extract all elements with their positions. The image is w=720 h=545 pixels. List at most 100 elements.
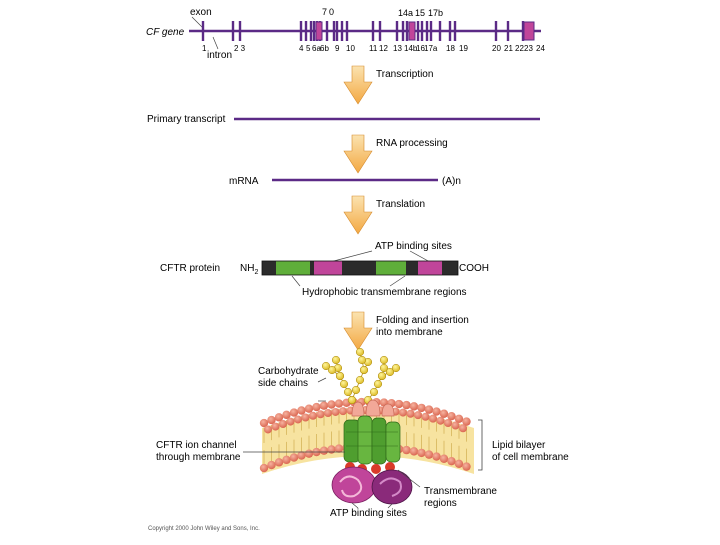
- transcription-label: Transcription: [376, 69, 433, 80]
- sugar-unit: [377, 371, 387, 381]
- protein-segment: [310, 261, 314, 275]
- translation-arrow-icon: [343, 195, 373, 235]
- protein-segment: [314, 261, 342, 275]
- lipid-head: [414, 411, 422, 420]
- exon-number: 24: [536, 44, 545, 53]
- lipid-head: [316, 410, 325, 419]
- exon-mark: [521, 21, 525, 41]
- sugar-unit: [357, 355, 367, 365]
- protein-segment: [406, 261, 418, 275]
- hydro-pointer-right: [389, 275, 406, 287]
- lipid-head: [417, 403, 426, 413]
- lipid-head: [301, 413, 310, 422]
- exon-number: 4: [299, 44, 304, 53]
- lipid-head: [264, 425, 272, 434]
- lipid-head: [286, 417, 295, 426]
- lipid-head: [312, 402, 321, 412]
- exon-number: 2 3: [234, 44, 246, 53]
- lipid-head: [259, 418, 269, 428]
- protein-segment: [346, 261, 376, 275]
- lipid-head: [309, 411, 317, 420]
- exon-number: 18: [446, 44, 455, 53]
- cftr-channel: [331, 399, 413, 505]
- lipid-head: [274, 458, 284, 467]
- lipid-head: [406, 409, 415, 418]
- sugar-unit: [347, 395, 357, 405]
- lipid-head: [424, 450, 434, 459]
- lipid-head: [436, 416, 445, 425]
- exon-mark: [448, 21, 452, 41]
- exon-label: exon: [190, 7, 212, 18]
- exon-17b-label: 17b: [428, 8, 443, 18]
- exon-pointer: [191, 16, 204, 29]
- exon-0-label: 0: [329, 7, 334, 17]
- lipid-head: [274, 413, 284, 422]
- exon-mark: [378, 21, 382, 41]
- lipid-head: [409, 447, 419, 456]
- lipid-head: [319, 446, 329, 455]
- nh2-label: NH2: [240, 263, 258, 276]
- exon-number: 13: [393, 44, 402, 53]
- channel-label-line1: CFTR ion channel: [156, 440, 237, 451]
- translation-step: Translation: [343, 195, 425, 235]
- mrna: mRNA (A)n: [229, 176, 461, 187]
- exon-14a-label: 14a: [398, 8, 413, 18]
- exon-number: 6b: [320, 44, 329, 53]
- sugar-unit: [331, 355, 341, 365]
- exon-number: 10: [346, 44, 355, 53]
- cf-gene-label: CF gene: [146, 27, 185, 38]
- exon-number: 6a: [312, 44, 321, 53]
- lipid-head: [459, 424, 467, 433]
- protein-outline: [261, 260, 459, 276]
- lipid-bracket: [478, 419, 483, 471]
- protein-segment: [376, 261, 406, 275]
- lipid-head: [444, 419, 452, 428]
- exon-mark: [506, 21, 510, 41]
- exon-mark: [332, 21, 336, 41]
- lipid-head: [297, 406, 306, 415]
- atp-binding-label: ATP binding sites: [375, 241, 452, 252]
- exon-mark: [405, 21, 409, 41]
- sugar-unit: [355, 375, 365, 385]
- lipid-head: [331, 407, 340, 416]
- lipid-head: [334, 399, 344, 408]
- exon-mark: [304, 21, 308, 41]
- rna-processing-step: RNA processing: [343, 134, 448, 174]
- sugar-unit: [359, 365, 369, 375]
- exon-number: 19: [459, 44, 468, 53]
- lipid-head: [327, 400, 336, 409]
- lipid-head: [304, 404, 314, 413]
- lipid-head: [279, 419, 287, 428]
- lipid-head: [399, 408, 407, 417]
- exon-mark: [438, 21, 442, 41]
- cooh-label: COOH: [459, 263, 489, 274]
- intron-pointer: [212, 36, 219, 50]
- lipid-head: [432, 452, 441, 461]
- exon-mark: [299, 21, 303, 41]
- channel-label-line2: through membrane: [156, 452, 241, 463]
- mrna-label: mRNA: [229, 176, 259, 187]
- lipid-head: [289, 453, 299, 462]
- lipid-head: [271, 422, 280, 431]
- lipid-head: [402, 400, 411, 410]
- exon-number: 5: [306, 44, 311, 53]
- atp-site-pointer-right: [387, 503, 393, 509]
- sugar-unit: [385, 367, 395, 377]
- lipid-head: [447, 411, 456, 421]
- lipid-label-line2: of cell membrane: [492, 452, 569, 463]
- exon-mark: [425, 21, 429, 41]
- lipid-head: [454, 459, 464, 468]
- lipid-head: [417, 448, 426, 458]
- lipid-head: [432, 407, 441, 416]
- folding-label-line2: into membrane: [376, 327, 443, 338]
- copyright: Copyright 2000 John Wiley and Sons, Inc.: [148, 526, 260, 532]
- exon-mark: [309, 21, 313, 41]
- cftr-protein-label: CFTR protein: [160, 263, 220, 274]
- rna-processing-label: RNA processing: [376, 138, 448, 149]
- exon-mark: [371, 21, 375, 41]
- exon-number: 20: [492, 44, 501, 53]
- lipid-head: [424, 405, 434, 414]
- lipid-head: [289, 408, 299, 417]
- lipid-head: [267, 415, 276, 425]
